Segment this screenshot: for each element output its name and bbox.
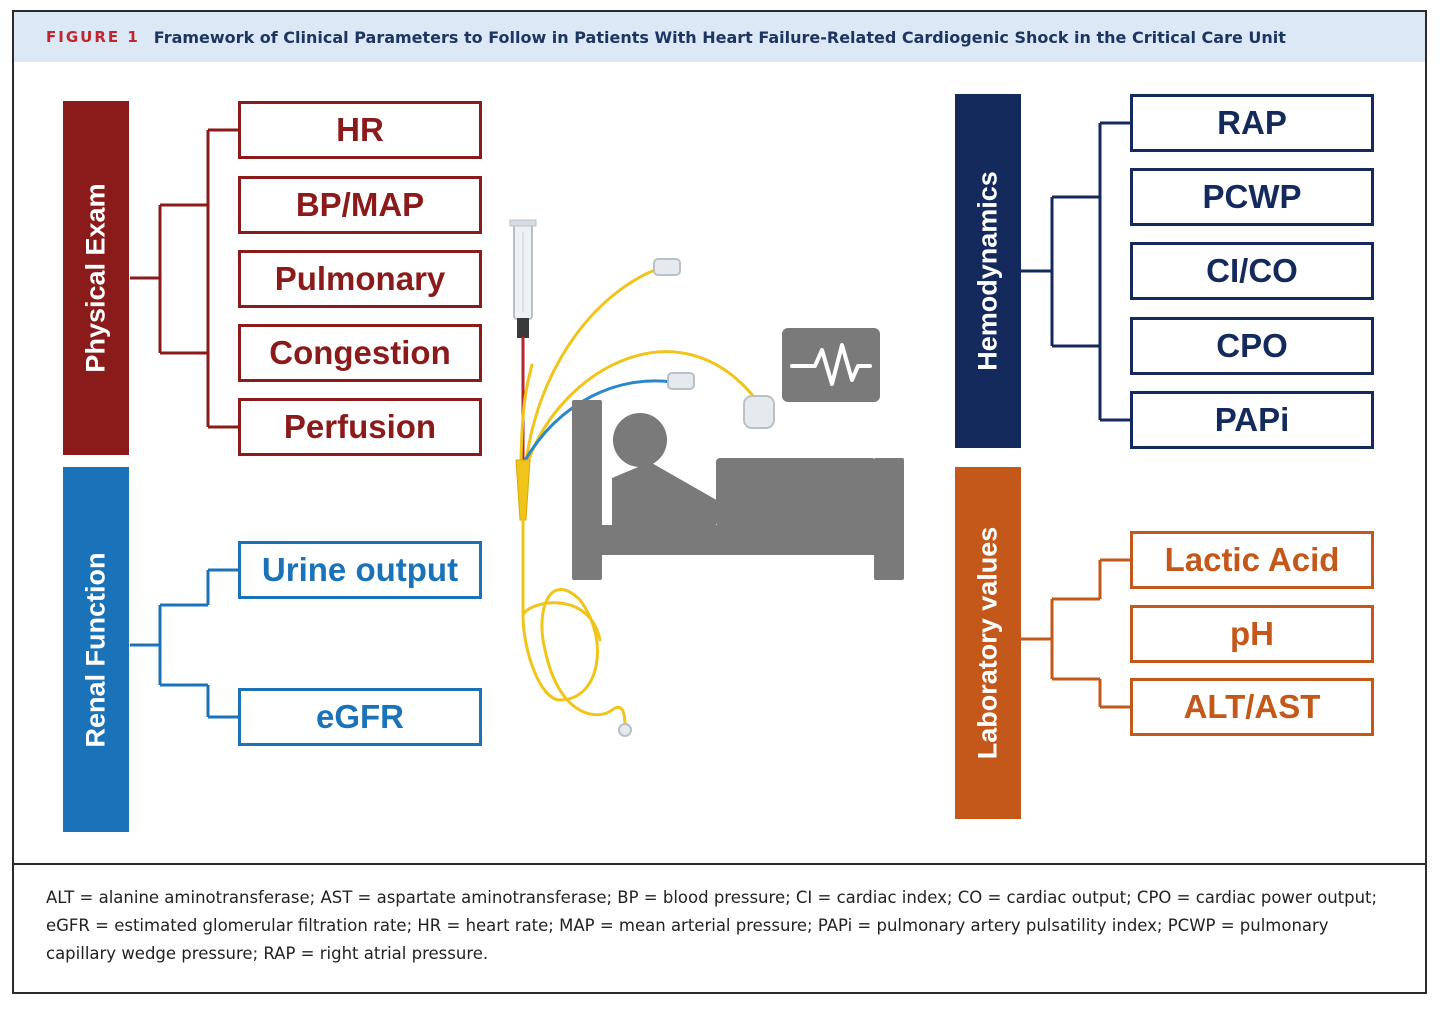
- parameter-box-rap: RAP: [1130, 94, 1374, 152]
- renal-function-bar: Renal Function: [63, 467, 129, 832]
- parameter-box-papi: PAPi: [1130, 391, 1374, 449]
- parameter-box-bp-map: BP/MAP: [238, 176, 482, 234]
- figure-label: FIGURE 1: [46, 28, 140, 46]
- parameter-box-perfusion: Perfusion: [238, 398, 482, 456]
- hemodynamics-bar: Hemodynamics: [955, 94, 1021, 448]
- parameter-box-ph: pH: [1130, 605, 1374, 663]
- physical-exam-bar: Physical Exam: [63, 101, 129, 455]
- footer-divider: [14, 863, 1425, 865]
- parameter-box-urine-output: Urine output: [238, 541, 482, 599]
- laboratory-connectors: [1021, 558, 1130, 709]
- parameter-box-alt-ast: ALT/AST: [1130, 678, 1374, 736]
- renal-function-connectors: [130, 568, 238, 719]
- parameter-box-cpo: CPO: [1130, 317, 1374, 375]
- heart-monitor-icon: [782, 328, 880, 402]
- parameter-box-hr: HR: [238, 101, 482, 159]
- abbreviations-footnote: ALT = alanine aminotransferase; AST = as…: [46, 888, 1378, 963]
- figure-frame: [12, 10, 1427, 994]
- physical-exam-connectors: [130, 128, 238, 429]
- figure-title: Framework of Clinical Parameters to Foll…: [153, 27, 1286, 47]
- hospital-bed-patient-icon: [572, 400, 904, 580]
- figure-header: FIGURE 1 Framework of Clinical Parameter…: [14, 12, 1425, 62]
- parameter-box-egfr: eGFR: [238, 688, 482, 746]
- parameter-box-lactic-acid: Lactic Acid: [1130, 531, 1374, 589]
- parameter-box-pulmonary: Pulmonary: [238, 250, 482, 308]
- hemodynamics-connectors: [1021, 121, 1130, 422]
- pulmonary-artery-catheter-icon: [509, 219, 775, 737]
- parameter-box-congestion: Congestion: [238, 324, 482, 382]
- parameter-box-pcwp: PCWP: [1130, 168, 1374, 226]
- laboratory-values-bar: Laboratory values: [955, 467, 1021, 819]
- parameter-box-ci-co: CI/CO: [1130, 242, 1374, 300]
